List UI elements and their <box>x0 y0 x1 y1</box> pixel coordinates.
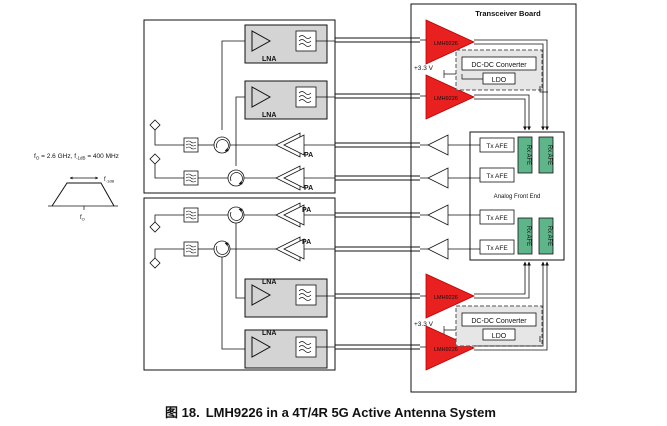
svg-text:Tx AFE: Tx AFE <box>486 143 508 150</box>
lna-label-4: LNA <box>262 330 276 337</box>
ldo-label-1: LDO <box>492 77 507 84</box>
lmh9226-amp-4: LMH9226 <box>425 325 475 371</box>
lna-label-2: LNA <box>262 112 276 119</box>
dcdc-label-2: DC-DC Converter <box>471 318 527 325</box>
svg-text:LMH9226: LMH9226 <box>434 41 458 47</box>
power-block-bottom: DC-DC Converter LDO +3.3 V <box>414 305 543 347</box>
rx-afe-1 <box>517 136 533 174</box>
filter-center-label: fO <box>80 215 85 222</box>
tx-afe-4 <box>479 239 515 255</box>
svg-text:Tx AFE: Tx AFE <box>486 245 508 252</box>
tx-chain-4: PA <box>149 236 335 350</box>
tx-afe-2 <box>479 167 515 183</box>
svg-text:LMH9226: LMH9226 <box>434 347 458 353</box>
lna-block-3: LNA <box>244 278 335 318</box>
filter-band-label: f-1dB <box>104 177 114 184</box>
afe-label: Analog Front End <box>494 194 541 200</box>
lmh9226-amp-2: LMH9226 <box>425 74 475 120</box>
figure-number: 图 18. <box>165 405 200 420</box>
svg-text:Tx AFE: Tx AFE <box>486 215 508 222</box>
rx-routing <box>474 39 549 351</box>
pa-label-2: PA <box>304 185 313 192</box>
pa-label-4: PA <box>302 239 311 246</box>
tx-afe-3 <box>479 209 515 225</box>
coax-cables <box>335 37 420 350</box>
ldo-label-2: LDO <box>492 333 507 340</box>
filter-response-inset: fO = 2.6 GHz, f-1dB = 400 MHz f-1dB fO <box>34 153 119 222</box>
rx-afe-4 <box>538 217 554 255</box>
antenna-module-top <box>143 19 336 194</box>
pa-label-3: PA <box>302 207 311 214</box>
tx-chain-1: PA <box>149 119 335 159</box>
lna-label-1: LNA <box>262 56 276 63</box>
analog-front-end: Analog Front End Tx AFE Tx AFE Tx AFE Tx… <box>469 131 565 261</box>
antenna-module-bottom <box>143 197 336 371</box>
rx-afe-3 <box>517 217 533 255</box>
tx-chain-2: PA <box>149 153 335 192</box>
amp-inputs <box>420 39 426 348</box>
svg-text:Rx AFE: Rx AFE <box>525 145 531 165</box>
lna-block-2: LNA <box>235 80 335 166</box>
transceiver-board <box>410 3 577 393</box>
svg-text:Tx AFE: Tx AFE <box>486 173 508 180</box>
active-antenna-block-diagram: Transceiver Board LNA LNA <box>34 3 577 393</box>
filter-spec-text: fO = 2.6 GHz, f-1dB = 400 MHz <box>34 153 119 161</box>
transceiver-board-title: Transceiver Board <box>475 9 541 18</box>
svg-text:Rx AFE: Rx AFE <box>525 226 531 246</box>
figure-caption: 图 18. LMH9226 in a 4T/4R 5G Active Antenn… <box>0 402 667 421</box>
lna-label-3: LNA <box>262 279 276 286</box>
power-block-top: DC-DC Converter LDO +3.3 V <box>414 49 543 91</box>
supply-label-1: +3.3 V <box>414 65 434 72</box>
svg-text:LMH9226: LMH9226 <box>434 96 458 102</box>
svg-text:Rx AFE: Rx AFE <box>546 145 552 165</box>
svg-text:Rx AFE: Rx AFE <box>546 226 552 246</box>
supply-label-2: +3.3 V <box>414 321 434 328</box>
tx-chain-3: PA <box>149 202 335 299</box>
figure-title: LMH9226 in a 4T/4R 5G Active Antenna Sys… <box>205 405 496 420</box>
lna-block-4: LNA <box>244 329 335 369</box>
lmh9226-amp-1: LMH9226 <box>425 19 475 65</box>
pa-label-1: PA <box>304 152 313 159</box>
tx-drivers <box>420 134 480 260</box>
rx-afe-2 <box>538 136 554 174</box>
dcdc-label-1: DC-DC Converter <box>471 62 527 69</box>
svg-text:LMH9226: LMH9226 <box>434 295 458 301</box>
lna-block-1: LNA <box>221 24 335 130</box>
